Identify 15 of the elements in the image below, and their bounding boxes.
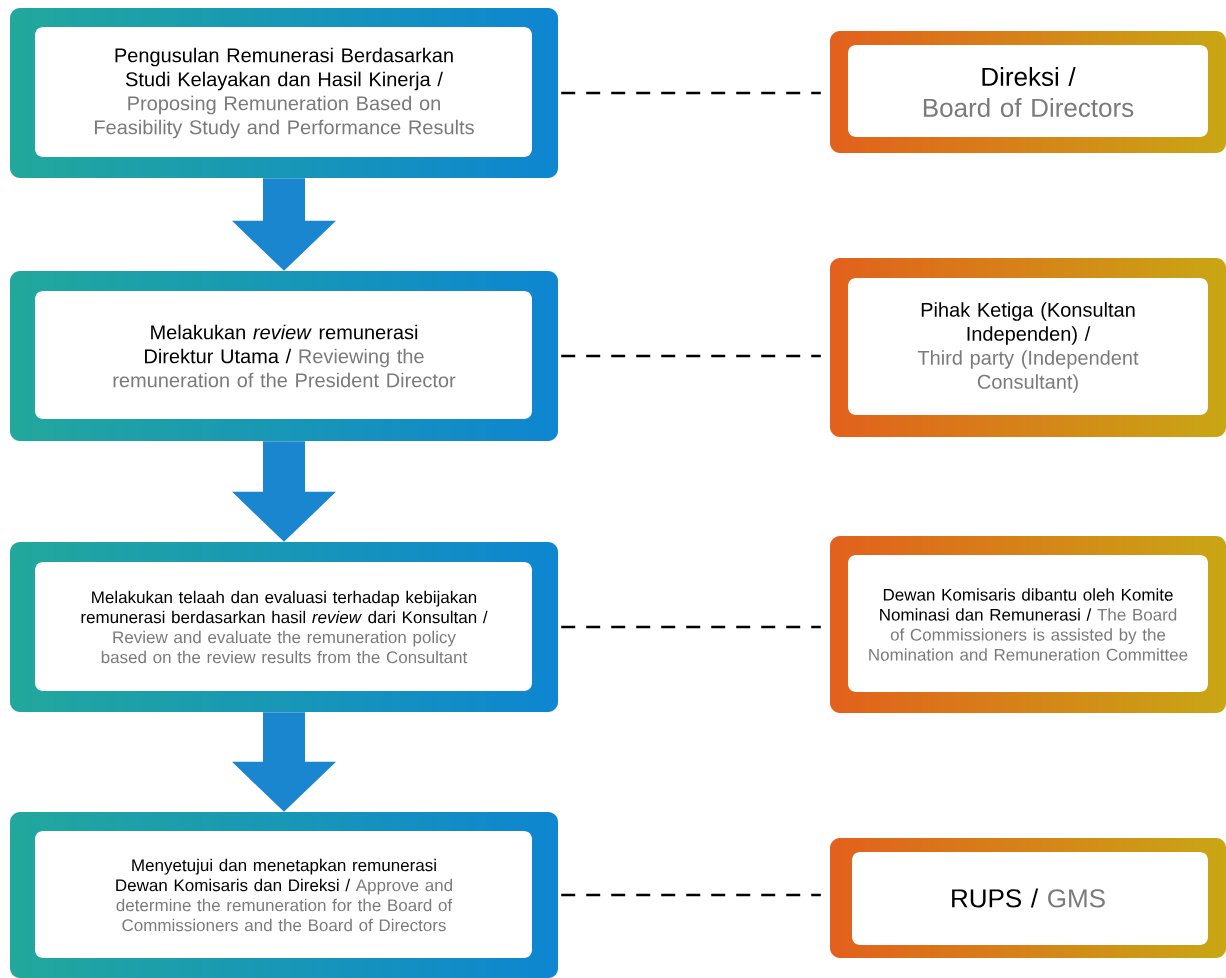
process-box: Melakukan telaah dan evaluasi terhadap kebijakan remunerasi berdasarkan hasil review dari Konsultan / Review and evaluate the remuneration policy based on the review results from the Consultant (35, 562, 532, 691)
process-box: Dewan Komisaris dibantu oleh Komite Nominasi dan Remunerasi / The Board of Commissioners is assisted by the Nomination and Remuneration Committee (848, 555, 1208, 692)
process-box: RUPS / GMS (852, 852, 1208, 945)
block-arrow (232, 178, 336, 271)
process-box: Menyetujui dan menetapkan remunerasi Dewan Komisaris dan Direksi / Approve and determine the remuneration for the Board of Commissioners and the Board of Directors (35, 831, 532, 958)
dashed-connector (561, 625, 821, 629)
dashed-connector (561, 354, 821, 358)
process-box: Melakukan review remunerasi Direktur Utama / Reviewing the remuneration of the President Director (35, 291, 532, 419)
block-arrow (232, 441, 336, 542)
block-arrow (232, 712, 336, 812)
process-box: Pihak Ketiga (Konsultan Independen) / Third party (Independent Consultant) (848, 278, 1208, 415)
process-box: Direksi / Board of Directors (848, 45, 1208, 137)
process-box: Pengusulan Remunerasi Berdasarkan Studi Kelayakan dan Hasil Kinerja / Proposing Remuneration Based on Feasibility Study and Performance Results (35, 27, 532, 157)
dashed-connector (561, 893, 821, 897)
dashed-connector (561, 91, 821, 95)
